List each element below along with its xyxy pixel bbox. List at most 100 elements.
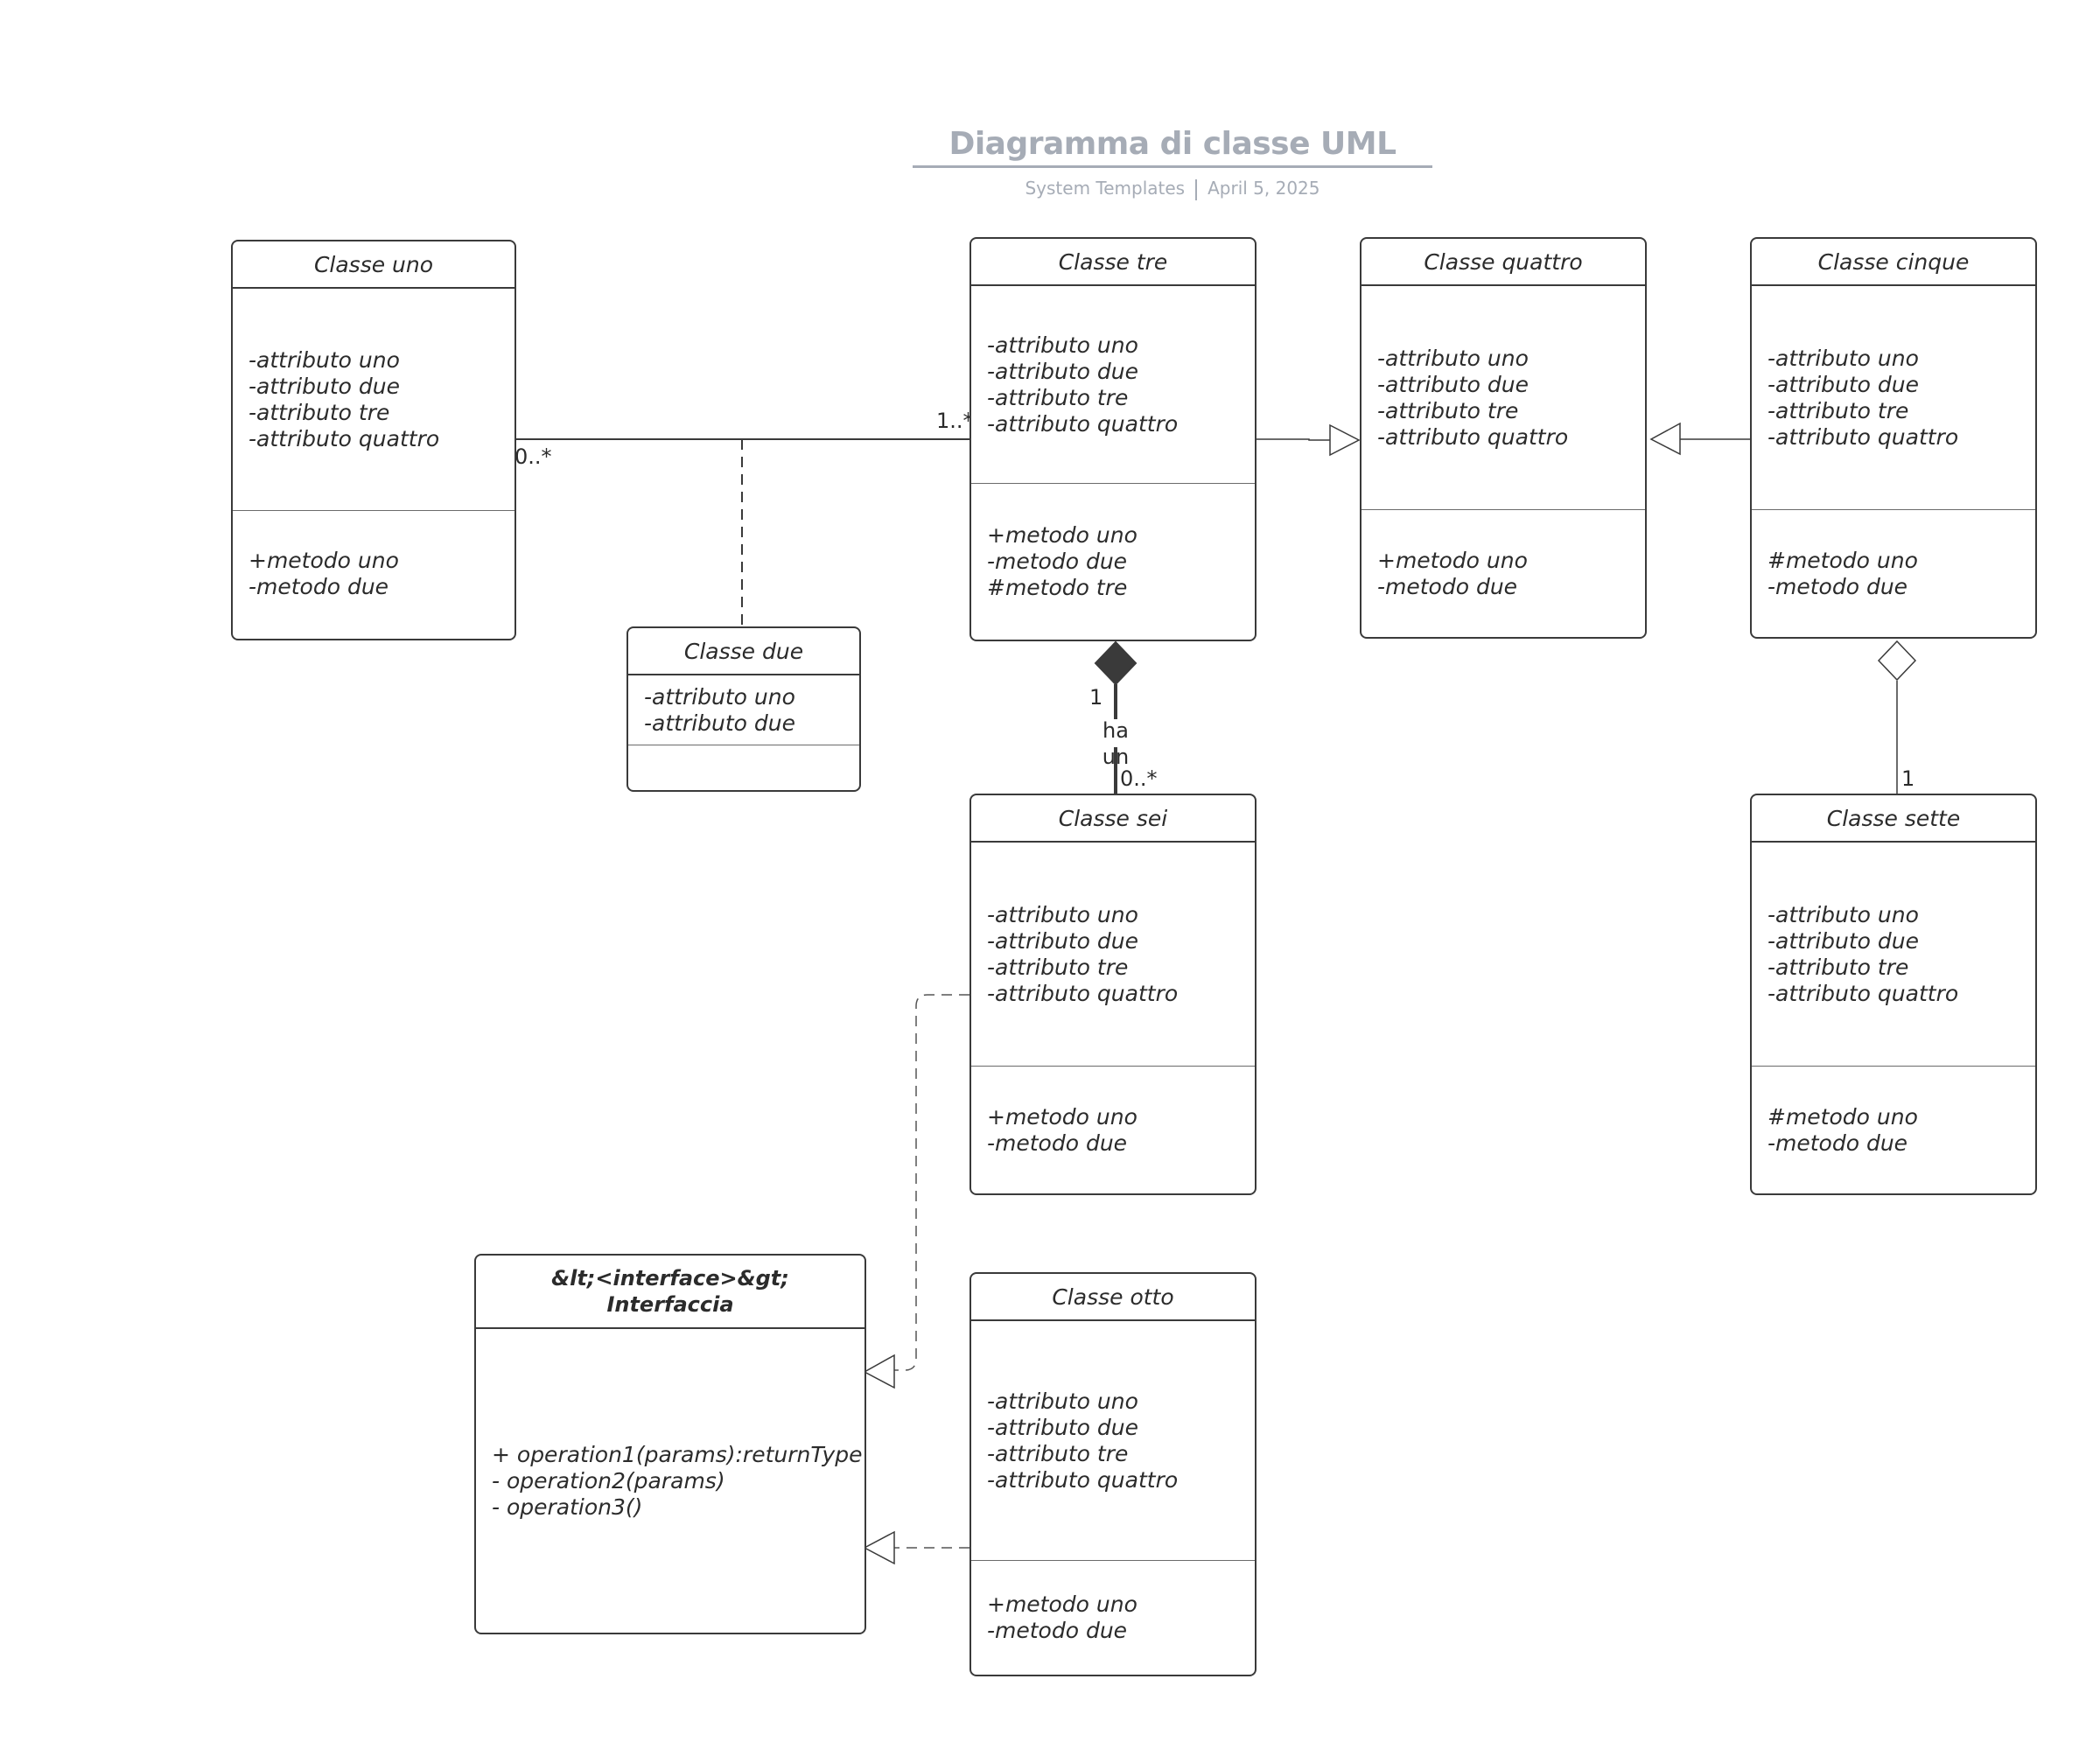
- attribute: -attributo uno: [987, 901, 1138, 927]
- class-otto-methods: +metodo uno -metodo due: [971, 1561, 1255, 1675]
- method: +metodo uno: [248, 548, 399, 573]
- composition-label: ha un: [1102, 718, 1130, 769]
- realization-line-sei-interfaccia[interactable]: [892, 994, 970, 1371]
- interface-interfaccia[interactable]: &lt;<interface>&gt; Interfaccia + operat…: [474, 1254, 866, 1634]
- attribute: -attributo uno: [248, 346, 400, 373]
- generalization-arrow-quattro-left: [1329, 423, 1361, 457]
- attribute: -attributo quattro: [1377, 423, 1569, 450]
- attribute: -attributo uno: [1377, 345, 1529, 371]
- diagram-date: April 5, 2025: [1208, 178, 1320, 199]
- class-cinque-name: Classe cinque: [1752, 239, 2035, 286]
- attribute: -attributo quattro: [1768, 980, 1959, 1006]
- method: +metodo uno: [1377, 547, 1528, 573]
- method: +metodo uno: [987, 1103, 1138, 1130]
- multiplicity-uno: 0..*: [514, 444, 552, 469]
- class-tre-attributes: -attributo uno -attributo due -attributo…: [971, 286, 1255, 484]
- method: -metodo due: [1768, 573, 1908, 599]
- method: #metodo uno: [1768, 547, 1918, 573]
- generalization-line-tre-quattro[interactable]: [1256, 438, 1330, 441]
- attribute: -attributo uno: [987, 1388, 1138, 1414]
- attribute: -attributo due: [644, 710, 796, 736]
- title-underline: [913, 165, 1432, 168]
- class-due-methods: [628, 745, 859, 789]
- class-uno-methods: +metodo uno -metodo due: [233, 511, 514, 637]
- class-quattro-attributes: -attributo uno -attributo due -attributo…: [1362, 286, 1645, 510]
- attribute: -attributo uno: [987, 332, 1138, 358]
- class-uno[interactable]: Classe uno -attributo uno -attributo due…: [231, 240, 516, 640]
- diagram-header: Diagramma di classe UML: [910, 122, 1435, 166]
- attribute: -attributo quattro: [987, 1466, 1179, 1493]
- interface-header: &lt;<interface>&gt; Interfaccia: [476, 1256, 864, 1329]
- class-quattro[interactable]: Classe quattro -attributo uno -attributo…: [1360, 237, 1647, 639]
- class-otto[interactable]: Classe otto -attributo uno -attributo du…: [970, 1272, 1256, 1676]
- method: +metodo uno: [987, 522, 1138, 548]
- attribute: -attributo quattro: [987, 980, 1179, 1006]
- attribute: -attributo quattro: [987, 410, 1179, 437]
- class-due-name: Classe due: [628, 628, 859, 675]
- attribute: -attributo due: [987, 358, 1139, 384]
- method: -metodo due: [248, 574, 389, 599]
- interface-operations: + operation1(params):returnType - operat…: [476, 1329, 864, 1633]
- attribute: -attributo tre: [987, 954, 1129, 980]
- attribute: -attributo uno: [1768, 901, 1919, 927]
- diagram-title: Diagramma di classe UML: [948, 126, 1396, 162]
- attribute: -attributo quattro: [248, 425, 440, 451]
- class-sette-name: Classe sette: [1752, 795, 2035, 843]
- class-tre[interactable]: Classe tre -attributo uno -attributo due…: [970, 237, 1256, 641]
- attribute: -attributo tre: [1768, 397, 1909, 423]
- attribute: -attributo tre: [248, 399, 390, 425]
- attribute: -attributo uno: [1768, 345, 1919, 371]
- attribute: -attributo due: [987, 927, 1139, 954]
- diagram-meta: System Templates April 5, 2025: [910, 175, 1435, 201]
- class-cinque[interactable]: Classe cinque -attributo uno -attributo …: [1750, 237, 2037, 639]
- attribute: -attributo due: [987, 1414, 1139, 1440]
- multiplicity-tre: 1..*: [936, 409, 974, 433]
- composition-diamond: [1094, 640, 1138, 686]
- attribute: -attributo due: [1768, 371, 1920, 397]
- multiplicity-composition-whole: 1: [1089, 685, 1103, 710]
- class-due-attributes: -attributo uno -attributo due: [628, 675, 859, 745]
- operation: + operation1(params):returnType: [492, 1441, 863, 1467]
- attribute: -attributo tre: [987, 1440, 1129, 1466]
- method: -metodo due: [987, 549, 1128, 574]
- class-otto-attributes: -attributo uno -attributo due -attributo…: [971, 1321, 1255, 1561]
- class-tre-methods: +metodo uno -metodo due #metodo tre: [971, 484, 1255, 640]
- attribute: -attributo tre: [1768, 954, 1909, 980]
- class-otto-name: Classe otto: [971, 1274, 1255, 1321]
- method: -metodo due: [987, 1130, 1128, 1156]
- operation: - operation2(params): [492, 1467, 725, 1494]
- class-quattro-methods: +metodo uno -metodo due: [1362, 510, 1645, 637]
- attribute: -attributo due: [1377, 371, 1530, 397]
- method: #metodo uno: [1768, 1103, 1918, 1130]
- method: -metodo due: [1377, 573, 1518, 599]
- class-sette-methods: #metodo uno -metodo due: [1752, 1067, 2035, 1193]
- class-sei-methods: +metodo uno -metodo due: [971, 1067, 1255, 1193]
- class-tre-name: Classe tre: [971, 239, 1255, 286]
- class-uno-name: Classe uno: [233, 241, 514, 289]
- multiplicity-composition-part: 0..*: [1120, 766, 1158, 791]
- class-sette-attributes: -attributo uno -attributo due -attributo…: [1752, 843, 2035, 1067]
- realization-arrow-sei: [863, 1354, 895, 1389]
- class-quattro-name: Classe quattro: [1362, 239, 1645, 286]
- attribute: -attributo due: [1768, 927, 1920, 954]
- class-uno-attributes: -attributo uno -attributo due -attributo…: [233, 289, 514, 511]
- method: -metodo due: [1768, 1130, 1908, 1156]
- attribute: -attributo quattro: [1768, 423, 1959, 450]
- operation: - operation3(): [492, 1494, 643, 1520]
- multiplicity-aggregation-part: 1: [1901, 766, 1915, 791]
- meta-separator: [1195, 178, 1198, 200]
- diagram-source: System Templates: [1025, 178, 1186, 199]
- class-sei-attributes: -attributo uno -attributo due -attributo…: [971, 843, 1255, 1067]
- class-cinque-methods: #metodo uno -metodo due: [1752, 510, 2035, 637]
- realization-arrow-otto: [863, 1530, 895, 1565]
- class-cinque-attributes: -attributo uno -attributo due -attributo…: [1752, 286, 2035, 510]
- class-sei[interactable]: Classe sei -attributo uno -attributo due…: [970, 794, 1256, 1195]
- class-sei-name: Classe sei: [971, 795, 1255, 843]
- class-due[interactable]: Classe due -attributo uno -attributo due: [626, 626, 861, 792]
- attribute: -attributo due: [248, 373, 401, 399]
- aggregation-diamond: [1877, 640, 1917, 682]
- class-sette[interactable]: Classe sette -attributo uno -attributo d…: [1750, 794, 2037, 1195]
- method: #metodo tre: [987, 575, 1128, 600]
- interface-stereotype: &lt;<interface>&gt;: [551, 1266, 789, 1291]
